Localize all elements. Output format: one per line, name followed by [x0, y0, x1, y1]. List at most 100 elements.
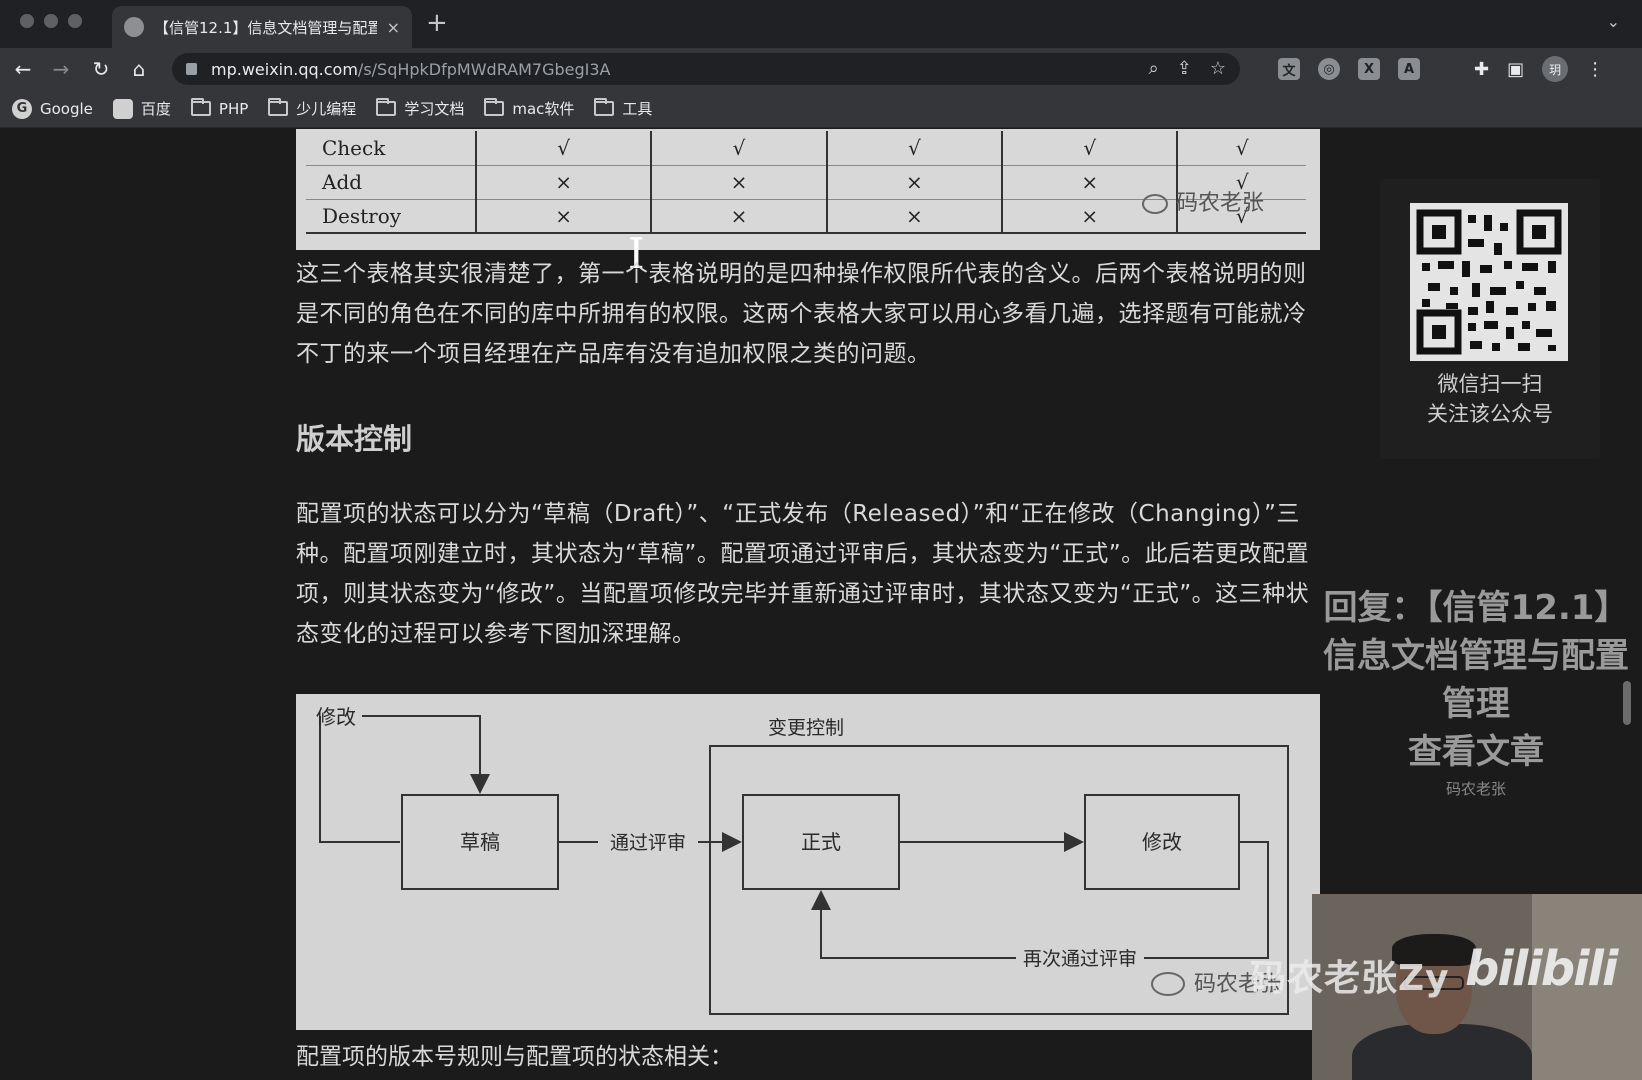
diagram-svg: 修改 变更控制 草稿 通过评审 正式 修改 再次通过评审 码农老张: [316, 705, 1289, 1015]
bookmark-label: 少儿编程: [296, 100, 357, 118]
tab-title: 【信管12.1】信息文档管理与配置: [154, 18, 377, 37]
share-icon[interactable]: ⇪: [1176, 58, 1192, 79]
bookmark-label: mac软件: [512, 100, 575, 118]
bookmark-label: PHP: [218, 99, 249, 118]
edit-loop-arrow-left: [319, 716, 400, 843]
row-label: Check: [306, 131, 476, 166]
paragraph-version-states: 配置项的状态可以分为“草稿（Draft）”、“正式发布（Released）”和“…: [296, 501, 1310, 647]
extensions-puzzle-icon[interactable]: ✚: [1474, 58, 1490, 80]
qr-code-image: [1410, 203, 1568, 361]
zoom-icon[interactable]: ⌕: [1148, 58, 1159, 79]
qr-code-card: 微信扫一扫 关注该公众号: [1380, 179, 1600, 459]
table-cell: ×: [474, 165, 652, 200]
promo-line-3: 管理: [1442, 684, 1510, 724]
close-window-button[interactable]: [20, 14, 34, 28]
reload-icon[interactable]: ↻: [92, 57, 110, 81]
label-re-review: 再次通过评审: [1023, 948, 1137, 970]
side-panel-icon[interactable]: ▣: [1507, 58, 1525, 80]
label-modify-top: 修改: [316, 705, 356, 729]
translate-extension-icon[interactable]: 文: [1278, 58, 1300, 80]
page-content: Check √ √ √ √ √ Add × × × × √ Destroy × …: [0, 129, 1642, 1080]
back-icon[interactable]: ←: [14, 57, 32, 81]
bookmarks-bar: G Google 百度 PHP 少儿编程 学习文档 mac软件 工具: [0, 90, 1642, 128]
table-cell: √: [650, 131, 827, 166]
table-cell: √: [474, 131, 652, 166]
change-control-frame: [709, 745, 1289, 1015]
x-extension-icon[interactable]: X: [1358, 58, 1380, 80]
forward-icon[interactable]: →: [52, 57, 70, 81]
table-cell: √: [1001, 131, 1178, 166]
table-cell: ×: [1001, 165, 1178, 200]
label-pass-review: 通过评审: [610, 832, 686, 854]
baidu-icon: [112, 98, 133, 119]
promo-line-4: 查看文章: [1408, 732, 1544, 772]
folder-icon: [268, 98, 289, 116]
table-cell: ×: [474, 199, 652, 234]
home-icon[interactable]: ⌂: [132, 57, 146, 81]
table-cell: √: [1176, 165, 1306, 200]
profile-avatar[interactable]: 玥: [1542, 56, 1569, 82]
webcam-background: [1532, 894, 1642, 1080]
bookmark-label: Google: [40, 99, 93, 118]
folder-icon: [190, 98, 211, 116]
tab-active[interactable]: 【信管12.1】信息文档管理与配置 ×: [112, 6, 412, 48]
label-modify: 修改: [1142, 830, 1182, 854]
uploader-name-watermark: 码农老张Zy: [1250, 958, 1450, 999]
folder-icon: [376, 98, 397, 116]
url-path: /s/SqHpkDfpMWdRAM7GbegI3A: [357, 59, 611, 79]
watermark-text: 码农老张: [1176, 191, 1265, 216]
watermark: 码农老张: [1142, 185, 1264, 217]
table-cell: ×: [650, 165, 827, 200]
bookmark-folder-mac-software[interactable]: mac软件: [484, 98, 574, 119]
promo-line-2: 信息文档管理与配置: [1323, 636, 1629, 676]
bookmark-folder-docs[interactable]: 学习文档: [376, 98, 464, 119]
re-review-line-right: [1144, 841, 1269, 959]
bookmark-folder-kids-coding[interactable]: 少儿编程: [268, 98, 356, 119]
tab-search-chevron-icon[interactable]: ⌄: [1606, 12, 1620, 31]
promo-overlay: 回复：【信管12.1】 信息文档管理与配置 管理 查看文章 码农老张: [1310, 584, 1642, 799]
bookmark-baidu[interactable]: 百度: [112, 98, 171, 119]
page-scrollbar[interactable]: [1623, 681, 1631, 725]
table-row: Check √ √ √ √ √: [306, 131, 1306, 166]
table-row: Add × × × × √: [306, 165, 1306, 200]
tab-strip: 【信管12.1】信息文档管理与配置 × + ⌄: [0, 0, 1642, 48]
label-draft: 草稿: [460, 830, 500, 854]
table-cell: √: [1176, 131, 1306, 166]
address-bar[interactable]: mp.weixin.qq.com/s/SqHpkDfpMWdRAM7GbegI3…: [172, 53, 1240, 85]
table-cell: √: [1176, 199, 1306, 234]
row-label: Destroy: [306, 199, 476, 234]
label-formal: 正式: [801, 830, 841, 854]
table-cell: ×: [825, 165, 1003, 200]
wechat-icon: [124, 17, 144, 37]
bookmark-google[interactable]: G Google: [12, 98, 93, 119]
table-row: Destroy × × × × √: [306, 199, 1306, 234]
close-tab-icon[interactable]: ×: [386, 17, 400, 37]
folder-icon: [594, 98, 615, 116]
folder-icon: [484, 98, 505, 116]
watermark-logo-icon: [1151, 972, 1185, 996]
edit-loop-arrow-top: [362, 715, 490, 794]
promo-author: 码农老张: [1445, 780, 1506, 798]
bookmark-label: 工具: [622, 100, 653, 118]
font-extension-icon[interactable]: A: [1398, 58, 1420, 80]
bookmark-label: 百度: [140, 100, 171, 118]
bookmark-folder-tools[interactable]: 工具: [594, 98, 652, 119]
table-cell: ×: [825, 199, 1003, 234]
bookmark-folder-php[interactable]: PHP: [190, 98, 249, 118]
permission-table: Check √ √ √ √ √ Add × × × × √ Destroy × …: [306, 131, 1306, 234]
minimize-window-button[interactable]: [44, 14, 58, 28]
more-menu-icon[interactable]: ⋮: [1586, 58, 1605, 80]
lock-icon[interactable]: [186, 63, 197, 75]
new-tab-button[interactable]: +: [426, 8, 448, 38]
url-host: mp.weixin.qq.com: [211, 59, 358, 79]
row-label: Add: [306, 165, 476, 200]
permission-table-image: Check √ √ √ √ √ Add × × × × √ Destroy × …: [296, 129, 1320, 250]
google-icon: G: [12, 98, 32, 119]
diagram-watermark: 码农老张: [1194, 972, 1282, 997]
bilibili-logo: bilibili: [1465, 941, 1618, 997]
maximize-window-button[interactable]: [68, 14, 82, 28]
browser-toolbar: ← → ↻ ⌂ mp.weixin.qq.com/s/SqHpkDfpMWdRA…: [0, 48, 1642, 90]
circle-extension-icon[interactable]: ◎: [1318, 58, 1340, 80]
bookmark-star-icon[interactable]: ☆: [1209, 58, 1226, 79]
text-cursor-icon: I: [628, 229, 645, 278]
